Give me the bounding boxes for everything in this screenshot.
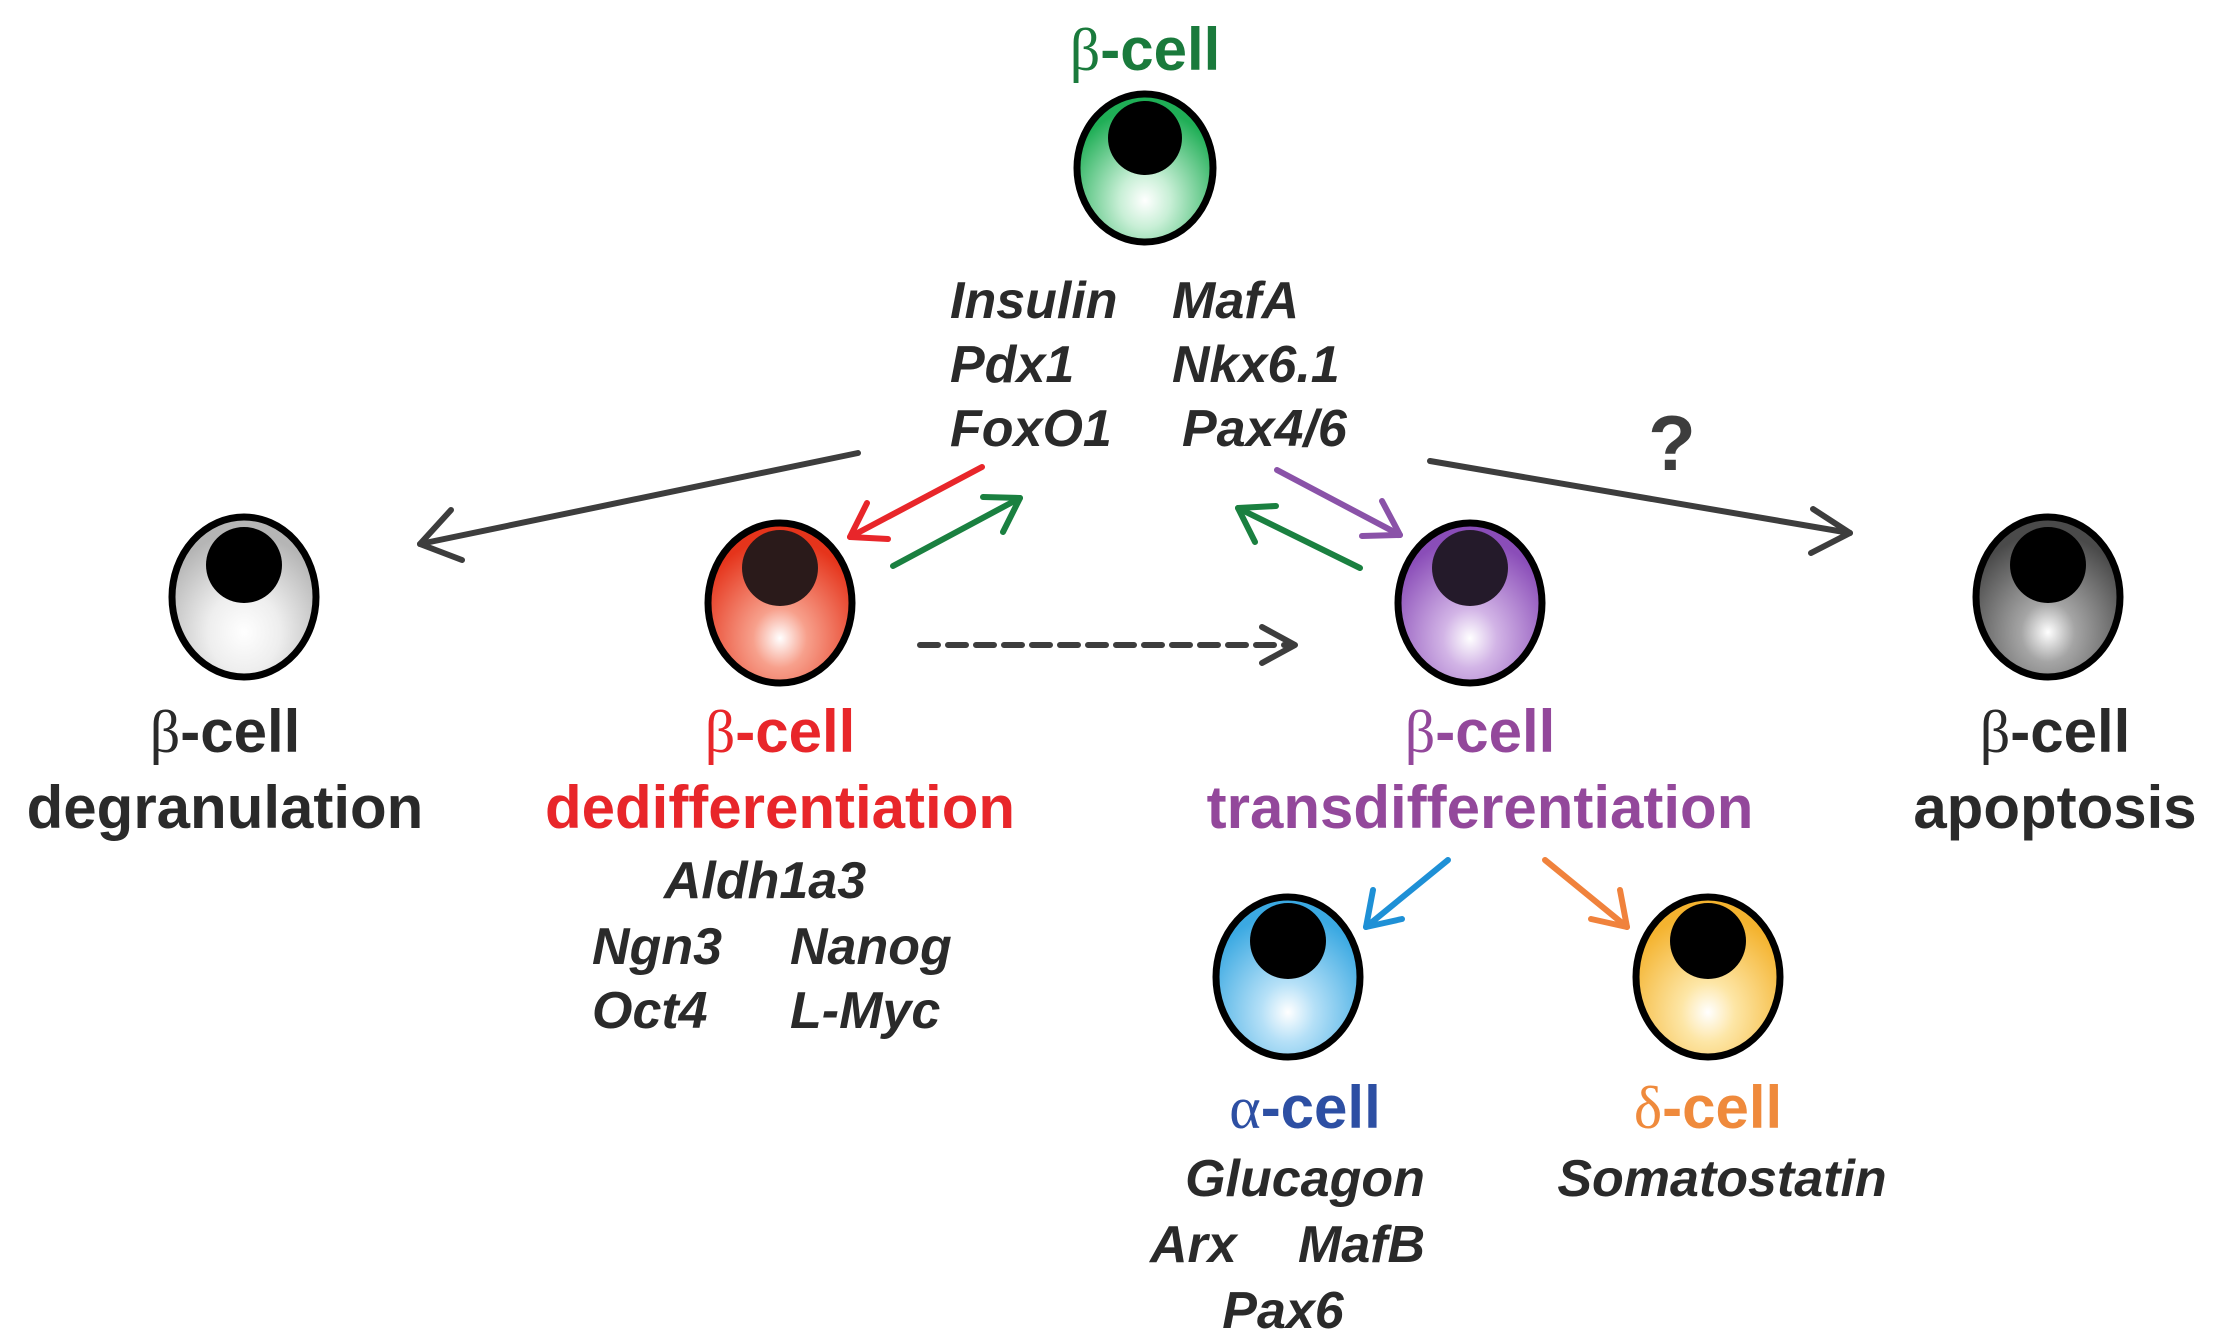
arrow-to-alpha-cell — [1363, 857, 1451, 930]
beta-gene-nkx61: Nkx6.1 — [1172, 336, 1340, 394]
degranulation-title: β-cell — [150, 698, 301, 765]
dediff-gene-lmyc: L-Myc — [790, 982, 940, 1040]
beta-gene-pdx1: Pdx1 — [950, 336, 1074, 394]
delta-cell-title: δ-cell — [1634, 1074, 1782, 1141]
beta-gene-mafa: MafA — [1172, 272, 1299, 330]
beta-gene-foxo1: FoxO1 — [950, 400, 1112, 458]
transdifferentiation-title: β-cell — [1405, 698, 1556, 765]
dashed-arrow-dediff-to-transdiff — [917, 624, 1298, 666]
delta-gene-somatostatin: Somatostatin — [1557, 1150, 1886, 1208]
dedifferentiation-title: β-cell — [705, 698, 856, 765]
apoptosis-title: β-cell — [1980, 698, 2131, 765]
dediff-gene-aldh1a3: Aldh1a3 — [662, 852, 866, 910]
arrow-to-degranulation — [417, 450, 861, 563]
arrow-dediff-to-beta — [890, 494, 1023, 569]
arrow-to-apoptosis — [1427, 458, 1853, 556]
transdifferentiation-label: transdifferentiation — [1207, 774, 1754, 841]
arrow-transdiff-to-beta — [1235, 503, 1363, 571]
apoptosis-question-mark: ? — [1648, 399, 1696, 487]
beta-cell-icon — [1073, 90, 1217, 246]
degranulated-cell-icon — [168, 513, 320, 681]
arrow-to-delta-cell — [1542, 857, 1630, 930]
dediff-gene-nanog: Nanog — [790, 918, 952, 976]
alpha-cell-title: α-cell — [1229, 1074, 1381, 1141]
alpha-gene-arx: Arx — [1148, 1216, 1239, 1274]
apoptotic-cell-icon — [1972, 513, 2124, 681]
dediff-gene-ngn3: Ngn3 — [592, 918, 722, 976]
delta-cell-icon — [1632, 893, 1784, 1061]
dedifferentiated-cell-icon — [704, 519, 856, 687]
alpha-cell-icon — [1212, 893, 1364, 1061]
arrow-to-transdifferentiation — [1274, 467, 1403, 539]
alpha-gene-mafb: MafB — [1298, 1216, 1425, 1274]
alpha-gene-pax6: Pax6 — [1222, 1282, 1345, 1339]
beta-gene-insulin: Insulin — [950, 272, 1118, 330]
degranulation-label: degranulation — [27, 774, 424, 841]
beta-gene-pax46: Pax4/6 — [1182, 400, 1348, 458]
dediff-gene-oct4: Oct4 — [592, 982, 708, 1040]
alpha-gene-glucagon: Glucagon — [1185, 1150, 1425, 1208]
dedifferentiation-label: dedifferentiation — [545, 774, 1015, 841]
apoptosis-label: apoptosis — [1913, 774, 2196, 841]
beta-cell-title: β-cell — [1070, 16, 1221, 83]
arrow-to-dedifferentiation — [847, 464, 985, 542]
transdifferentiated-cell-icon — [1394, 519, 1546, 687]
